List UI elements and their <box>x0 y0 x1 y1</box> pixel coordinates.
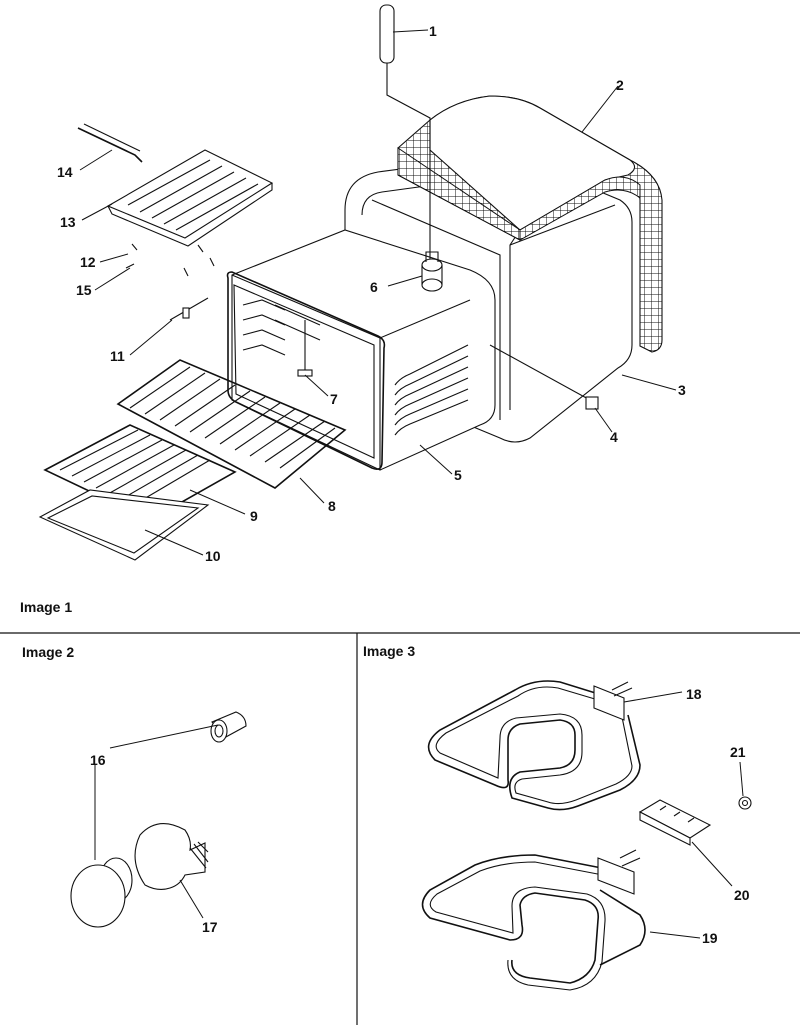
thermostat-bulb-drawing <box>379 4 395 64</box>
callout-10: 10 <box>205 548 221 564</box>
panel-title-image2: Image 2 <box>22 644 74 660</box>
callout-14: 14 <box>57 164 73 180</box>
callout-leaders <box>79 29 744 939</box>
callout-21: 21 <box>730 744 746 760</box>
callout-6: 6 <box>370 279 378 295</box>
callout-13: 13 <box>60 214 76 230</box>
callout-18: 18 <box>686 686 702 702</box>
callout-1: 1 <box>429 23 437 39</box>
callout-5: 5 <box>454 467 462 483</box>
callout-11: 11 <box>110 348 125 364</box>
callout-15: 15 <box>76 282 92 298</box>
panel-title-image3: Image 3 <box>363 643 415 659</box>
callout-4: 4 <box>610 429 618 445</box>
callout-19: 19 <box>702 930 718 946</box>
broiler-handle-drawing <box>77 127 143 163</box>
callout-20: 20 <box>734 887 750 903</box>
panel-title-image1: Image 1 <box>20 599 72 615</box>
light-bulb-drawing <box>134 823 206 891</box>
callout-8: 8 <box>328 498 336 514</box>
heating-elements-illustration <box>421 680 752 991</box>
callout-2: 2 <box>616 77 624 93</box>
callout-labels: 1 2 3 4 5 6 7 8 9 10 11 12 13 14 15 16 1… <box>57 23 750 946</box>
broiler-pan-drawing <box>38 489 210 561</box>
oven-liner-drawing <box>231 229 496 471</box>
callout-3: 3 <box>678 382 686 398</box>
broiler-pan-insert-drawing <box>106 149 274 239</box>
callout-7: 7 <box>330 391 338 407</box>
callout-9: 9 <box>250 508 258 524</box>
bake-element-drawing <box>421 854 613 984</box>
callout-17: 17 <box>202 919 218 935</box>
callout-12: 12 <box>80 254 96 270</box>
oven-assembly-illustration <box>38 4 663 561</box>
liner-vent-slots <box>394 344 469 436</box>
broil-element-drawing <box>427 680 641 811</box>
nut-drawing <box>738 796 752 810</box>
oven-rack-drawing <box>116 359 347 489</box>
oven-light-illustration <box>70 711 247 928</box>
callout-16: 16 <box>90 752 106 768</box>
